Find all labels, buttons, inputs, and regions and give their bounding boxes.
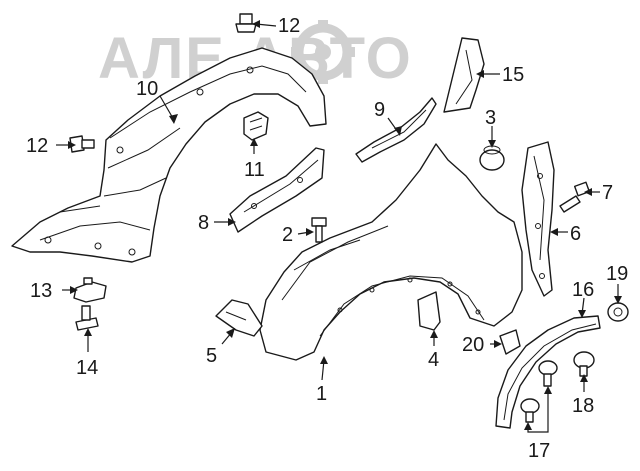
part-bolt-7: [559, 181, 591, 213]
callout-10: 10: [136, 78, 158, 100]
callout-1: 1: [316, 383, 327, 405]
watermark-gear-logo: [291, 20, 355, 84]
callout-19: 19: [606, 263, 628, 285]
part-fastener-18: [573, 351, 595, 377]
callout-16: 16: [572, 279, 594, 301]
part-triangle-cover: [443, 37, 485, 113]
part-front-bracket: [215, 299, 263, 337]
part-splash-shield: [417, 291, 441, 331]
part-side-seal: [521, 141, 555, 297]
part-nut: [607, 302, 629, 322]
part-mounting-bracket: [355, 97, 437, 163]
part-fender-liner: [11, 47, 327, 263]
callout-2: 2: [282, 224, 293, 246]
callout-5: 5: [206, 345, 217, 367]
callout-labels: 10 12 12 11 8 9 15 3 2 1 5 4 6 7 16 19 2…: [26, 15, 628, 462]
leader-lines: [56, 20, 622, 433]
part-small-bracket: [243, 111, 269, 141]
callout-20: 20: [462, 334, 484, 356]
part-arch-molding: [495, 315, 601, 429]
callout-4: 4: [428, 349, 439, 371]
callout-6: 6: [570, 223, 581, 245]
callout-8: 8: [198, 212, 209, 234]
callout-18: 18: [572, 395, 594, 417]
callout-14: 14: [76, 357, 98, 379]
callout-15: 15: [502, 64, 524, 86]
part-fastener-17b: [520, 398, 540, 423]
callout-17: 17: [528, 440, 550, 462]
callout-12-left: 12: [26, 135, 48, 157]
part-clip-20: [499, 329, 521, 355]
part-clip-top: [235, 13, 257, 33]
callout-3: 3: [485, 107, 496, 129]
part-rail-bracket: [229, 147, 325, 233]
callout-9: 9: [374, 99, 385, 121]
part-front-fender: [259, 143, 523, 361]
part-fastener-17a: [538, 360, 558, 387]
callout-7: 7: [602, 182, 613, 204]
callout-11: 11: [244, 159, 265, 181]
part-rivet: [75, 305, 99, 331]
part-bolt-2: [311, 217, 327, 243]
part-grommet: [479, 145, 505, 171]
part-clip-nut: [73, 277, 107, 303]
callout-13: 13: [30, 280, 52, 302]
callout-12-top: 12: [278, 15, 300, 37]
